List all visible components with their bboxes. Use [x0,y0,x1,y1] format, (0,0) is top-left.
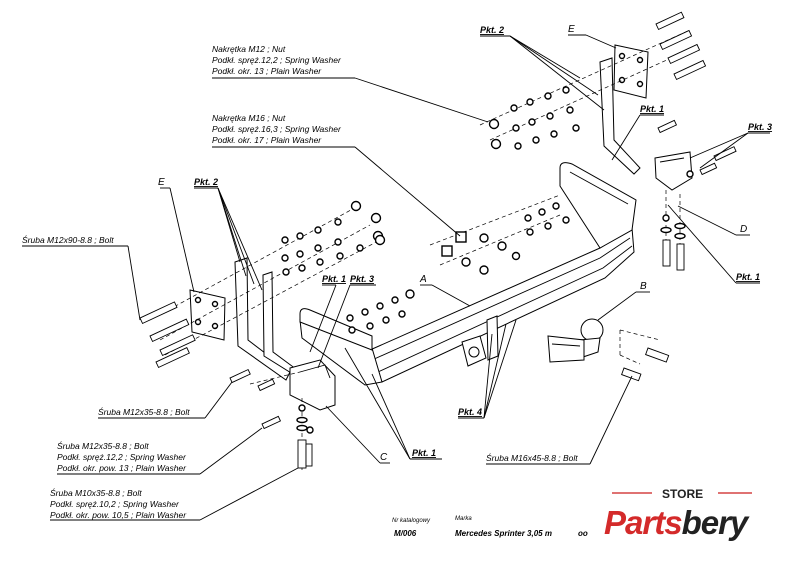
catalog-caption: Nr katalogowy [392,518,431,524]
part-letter-d: D [740,224,747,235]
part-letter-b: B [640,281,647,292]
bolt-m12x90-label: Śruba M12x90-8.8 ; Bolt [22,234,114,245]
bolt-m12x35-label: Śruba M12x35-8.8 ; Bolt [98,406,190,417]
svg-text:Podkł. okr. 13 ; Plain Washer: Podkł. okr. 13 ; Plain Washer [212,66,322,76]
bolt-m10x35-label: Śruba M10x35-8.8 ; Bolt Podkł. spręż.10,… [50,487,187,520]
svg-text:Śruba M10x35-8.8 ; Bolt: Śruba M10x35-8.8 ; Bolt [50,487,142,498]
catalog-number: M/006 [394,529,417,538]
part-letter-e-left: E [158,177,165,188]
partsbery-logo: STORE Partsbery [604,487,752,541]
left-fastener-group [139,200,415,470]
leader-lines [22,34,770,521]
logo-main-text: Partsbery [604,504,750,541]
svg-text:Nakrętka M12 ; Nut: Nakrętka M12 ; Nut [212,44,286,54]
part-letter-c: C [380,452,388,463]
pkt3-label-mid: Pkt. 3 [350,274,374,284]
pkt2-label-left: Pkt. 2 [194,177,218,187]
svg-text:Podkł. okr. pow. 13 ; Plain Wa: Podkł. okr. pow. 13 ; Plain Washer [57,463,187,473]
title-trailing: oo [578,529,588,538]
svg-text:Podkł. okr. 17 ; Plain Washer: Podkł. okr. 17 ; Plain Washer [212,135,322,145]
title-block: Nr katalogowy M/006 Marka Mercedes Sprin… [392,516,588,538]
pkt1-label-top-right: Pkt. 1 [640,104,664,114]
pkt1-label-mid: Pkt. 1 [322,274,346,284]
nut-m16-label: Nakrętka M16 ; Nut Podkł. spręż.16,3 ; S… [212,113,342,145]
crossbar-a [299,162,637,386]
nut-m12-label: Nakrętka M12 ; Nut Podkł. spręż.12,2 ; S… [212,44,342,76]
svg-text:Podkł. spręż.12,2 ; Spring Was: Podkł. spręż.12,2 ; Spring Washer [212,55,342,65]
pkt4-label: Pkt. 4 [458,407,482,417]
right-side-arm [599,44,693,191]
bolt-m16x45-label: Śruba M16x45-8.8 ; Bolt [486,452,578,463]
socket-plate [461,315,499,367]
svg-text:Śruba M12x35-8.8 ; Bolt: Śruba M12x35-8.8 ; Bolt [57,440,149,451]
brand-caption: Marka [455,516,472,522]
pkt2-label-right: Pkt. 2 [480,25,504,35]
model-name: Mercedes Sprinter 3,05 m [455,529,552,538]
svg-text:Podkł. spręż.16,3 ; Spring Was: Podkł. spręż.16,3 ; Spring Washer [212,124,342,134]
part-letter-e-right: E [568,24,575,35]
logo-store-text: STORE [662,487,703,501]
svg-text:Podkł. okr. pow. 10,5 ; Plain: Podkł. okr. pow. 10,5 ; Plain Washer [50,510,187,520]
pkt1-label-bottom: Pkt. 1 [412,448,436,458]
bolt-m12x35-washer-label: Śruba M12x35-8.8 ; Bolt Podkł. spręż.12,… [57,440,187,473]
pkt3-label-right: Pkt. 3 [748,122,772,132]
pkt1-label-right: Pkt. 1 [736,272,760,282]
svg-text:Podkł. spręż.10,2 ; Spring Was: Podkł. spręż.10,2 ; Spring Washer [50,499,180,509]
svg-text:Podkł. spręż.12,2 ; Spring Was: Podkł. spręż.12,2 ; Spring Washer [57,452,187,462]
right-fastener-group [429,11,737,382]
part-letter-a: A [419,274,427,285]
svg-text:Nakrętka M16 ; Nut: Nakrętka M16 ; Nut [212,113,286,123]
tow-ball-b [547,318,604,363]
